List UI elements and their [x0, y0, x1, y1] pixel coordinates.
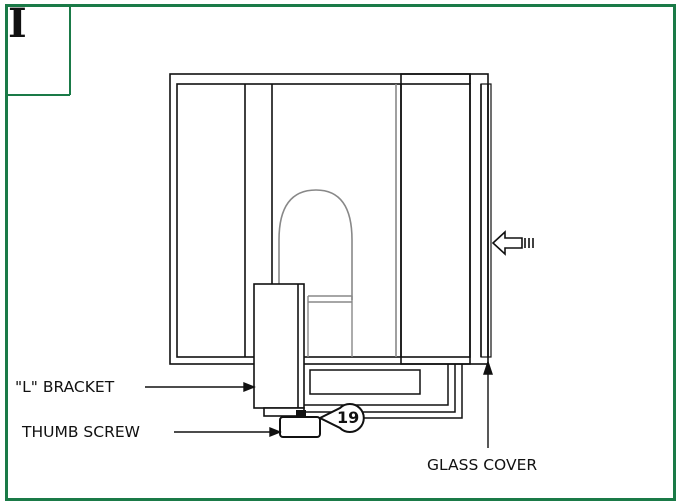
push-direction-arrow: [491, 230, 534, 256]
housing-outer: [169, 73, 471, 365]
glass-cover-arrowhead: [483, 359, 493, 375]
bulb-base: [307, 295, 353, 357]
bottom-channel: [302, 357, 463, 419]
step-frame: [5, 4, 676, 501]
l-bracket: [253, 283, 305, 417]
thumb-screw-arrowhead: [269, 426, 282, 438]
l-bracket-arrowhead: [243, 381, 256, 393]
glass-cover-label: GLASS COVER: [427, 456, 538, 474]
thumb-screw-shape: [279, 410, 321, 438]
leaders: [145, 359, 493, 448]
callout-19-shape: [317, 403, 365, 433]
step-letter: I: [8, 0, 27, 47]
housing-inner: [176, 83, 471, 358]
l-bracket-label: "L" BRACKET: [15, 378, 115, 396]
right-panel: [400, 73, 489, 365]
lamp-assembly: [169, 73, 492, 365]
callout-number: 19: [337, 408, 360, 427]
thumb-screw-label: THUMB SCREW: [22, 423, 140, 441]
bulb-outline: [278, 189, 353, 300]
